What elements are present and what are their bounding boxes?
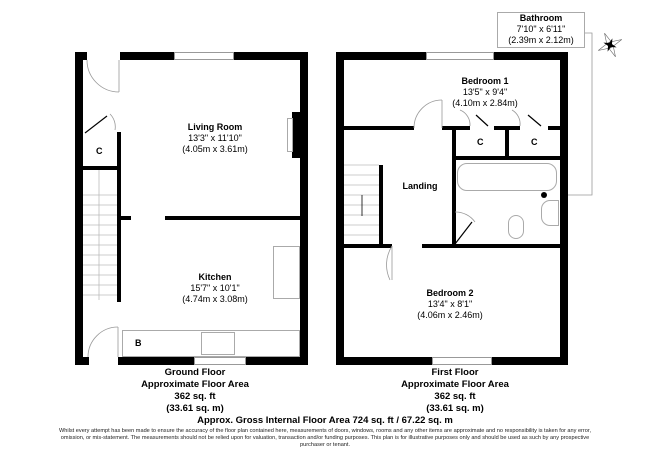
staircase: [344, 164, 379, 236]
staircase: [83, 170, 117, 300]
ground-floor-area: Ground Floor Approximate Floor Area 362 …: [110, 367, 280, 415]
room-size-imperial: 13'5" x 9'4": [462, 87, 508, 97]
wall: [75, 166, 121, 170]
room-name: Bathroom: [519, 13, 563, 23]
floor-area-sqm: (33.61 sq. m): [166, 403, 224, 414]
basin: [541, 200, 559, 226]
wall: [234, 52, 308, 60]
door-swing: [86, 59, 120, 93]
room-label-living-room: Living Room 13'3" x 11'10" (4.05m x 3.61…: [160, 122, 270, 155]
closet-label: C: [531, 137, 538, 147]
room-size-imperial: 15'7" x 10'1": [190, 283, 240, 293]
wall: [379, 165, 383, 245]
wall: [492, 357, 568, 365]
window: [426, 52, 494, 60]
floor-subtitle: Approximate Floor Area: [141, 379, 249, 390]
worktop-side: [273, 246, 300, 299]
wall: [452, 156, 564, 160]
floor-subtitle: Approximate Floor Area: [401, 379, 509, 390]
bathtub: [457, 163, 557, 191]
room-size-metric: (4.06m x 2.46m): [417, 310, 483, 320]
room-label-bedroom-2: Bedroom 2 13'4" x 8'1" (4.06m x 2.46m): [400, 288, 500, 321]
extractor-fan: [541, 192, 547, 198]
room-name: Bedroom 1: [461, 76, 509, 86]
compass-rose-icon: [598, 33, 622, 57]
wall: [75, 131, 83, 135]
wall: [118, 357, 194, 365]
chimney-breast: [292, 112, 304, 158]
wall: [560, 52, 568, 365]
floor-title: Ground Floor: [164, 367, 226, 378]
wall: [246, 357, 308, 365]
room-name: Kitchen: [198, 272, 232, 282]
wall: [505, 126, 509, 158]
wall: [75, 52, 83, 365]
wall: [336, 126, 414, 130]
closet-label: C: [96, 146, 103, 156]
room-label-kitchen: Kitchen 15'7" x 10'1" (4.74m x 3.08m): [155, 272, 275, 305]
room-size-metric: (4.10m x 2.84m): [452, 98, 518, 108]
wall: [494, 52, 568, 60]
room-size-metric: (4.74m x 3.08m): [182, 294, 248, 304]
window: [432, 357, 492, 365]
bathroom-callout: [497, 12, 585, 48]
floor-area-sqm: (33.61 sq. m): [426, 403, 484, 414]
boiler-label: B: [135, 338, 142, 348]
wall: [336, 52, 426, 60]
wall: [442, 126, 470, 130]
gross-internal-area: Approx. Gross Internal Floor Area 724 sq…: [197, 415, 453, 426]
room-size-imperial: 7'10" x 6'11": [516, 24, 566, 34]
room-name: Bedroom 2: [426, 288, 474, 298]
room-size-metric: (4.05m x 3.61m): [182, 144, 248, 154]
wall: [75, 52, 87, 60]
wall: [336, 244, 392, 248]
wall: [548, 126, 564, 130]
floor-area-sqft: 362 sq. ft: [434, 391, 476, 402]
room-size-imperial: 13'3" x 11'10": [188, 133, 242, 143]
toilet: [508, 215, 524, 239]
wall: [75, 357, 89, 365]
wall: [452, 126, 456, 246]
floor-area-sqft: 362 sq. ft: [174, 391, 216, 402]
wall: [300, 52, 308, 365]
wall: [336, 52, 344, 365]
room-label-landing: Landing: [390, 181, 450, 192]
hearth: [287, 118, 293, 152]
wall: [422, 244, 568, 248]
room-name: Living Room: [187, 122, 243, 132]
closet-label: C: [477, 137, 484, 147]
window: [194, 357, 246, 365]
window: [174, 52, 234, 60]
wall: [165, 216, 305, 220]
floor-title: First Floor: [431, 367, 479, 378]
room-label-bathroom: Bathroom 7'10" x 6'11" (2.39m x 2.12m): [497, 13, 585, 46]
room-name: Landing: [402, 181, 438, 191]
disclaimer: Whilst every attempt has been made to en…: [59, 428, 591, 449]
wall: [336, 357, 432, 365]
room-size-imperial: 13'4" x 8'1": [427, 299, 473, 309]
wall: [117, 216, 131, 220]
wall: [120, 52, 174, 60]
sink: [201, 332, 235, 355]
room-label-bedroom-1: Bedroom 1 13'5" x 9'4" (4.10m x 2.84m): [440, 76, 530, 109]
first-floor-area: First Floor Approximate Floor Area 362 s…: [370, 367, 540, 415]
room-size-metric: (2.39m x 2.12m): [508, 35, 574, 45]
